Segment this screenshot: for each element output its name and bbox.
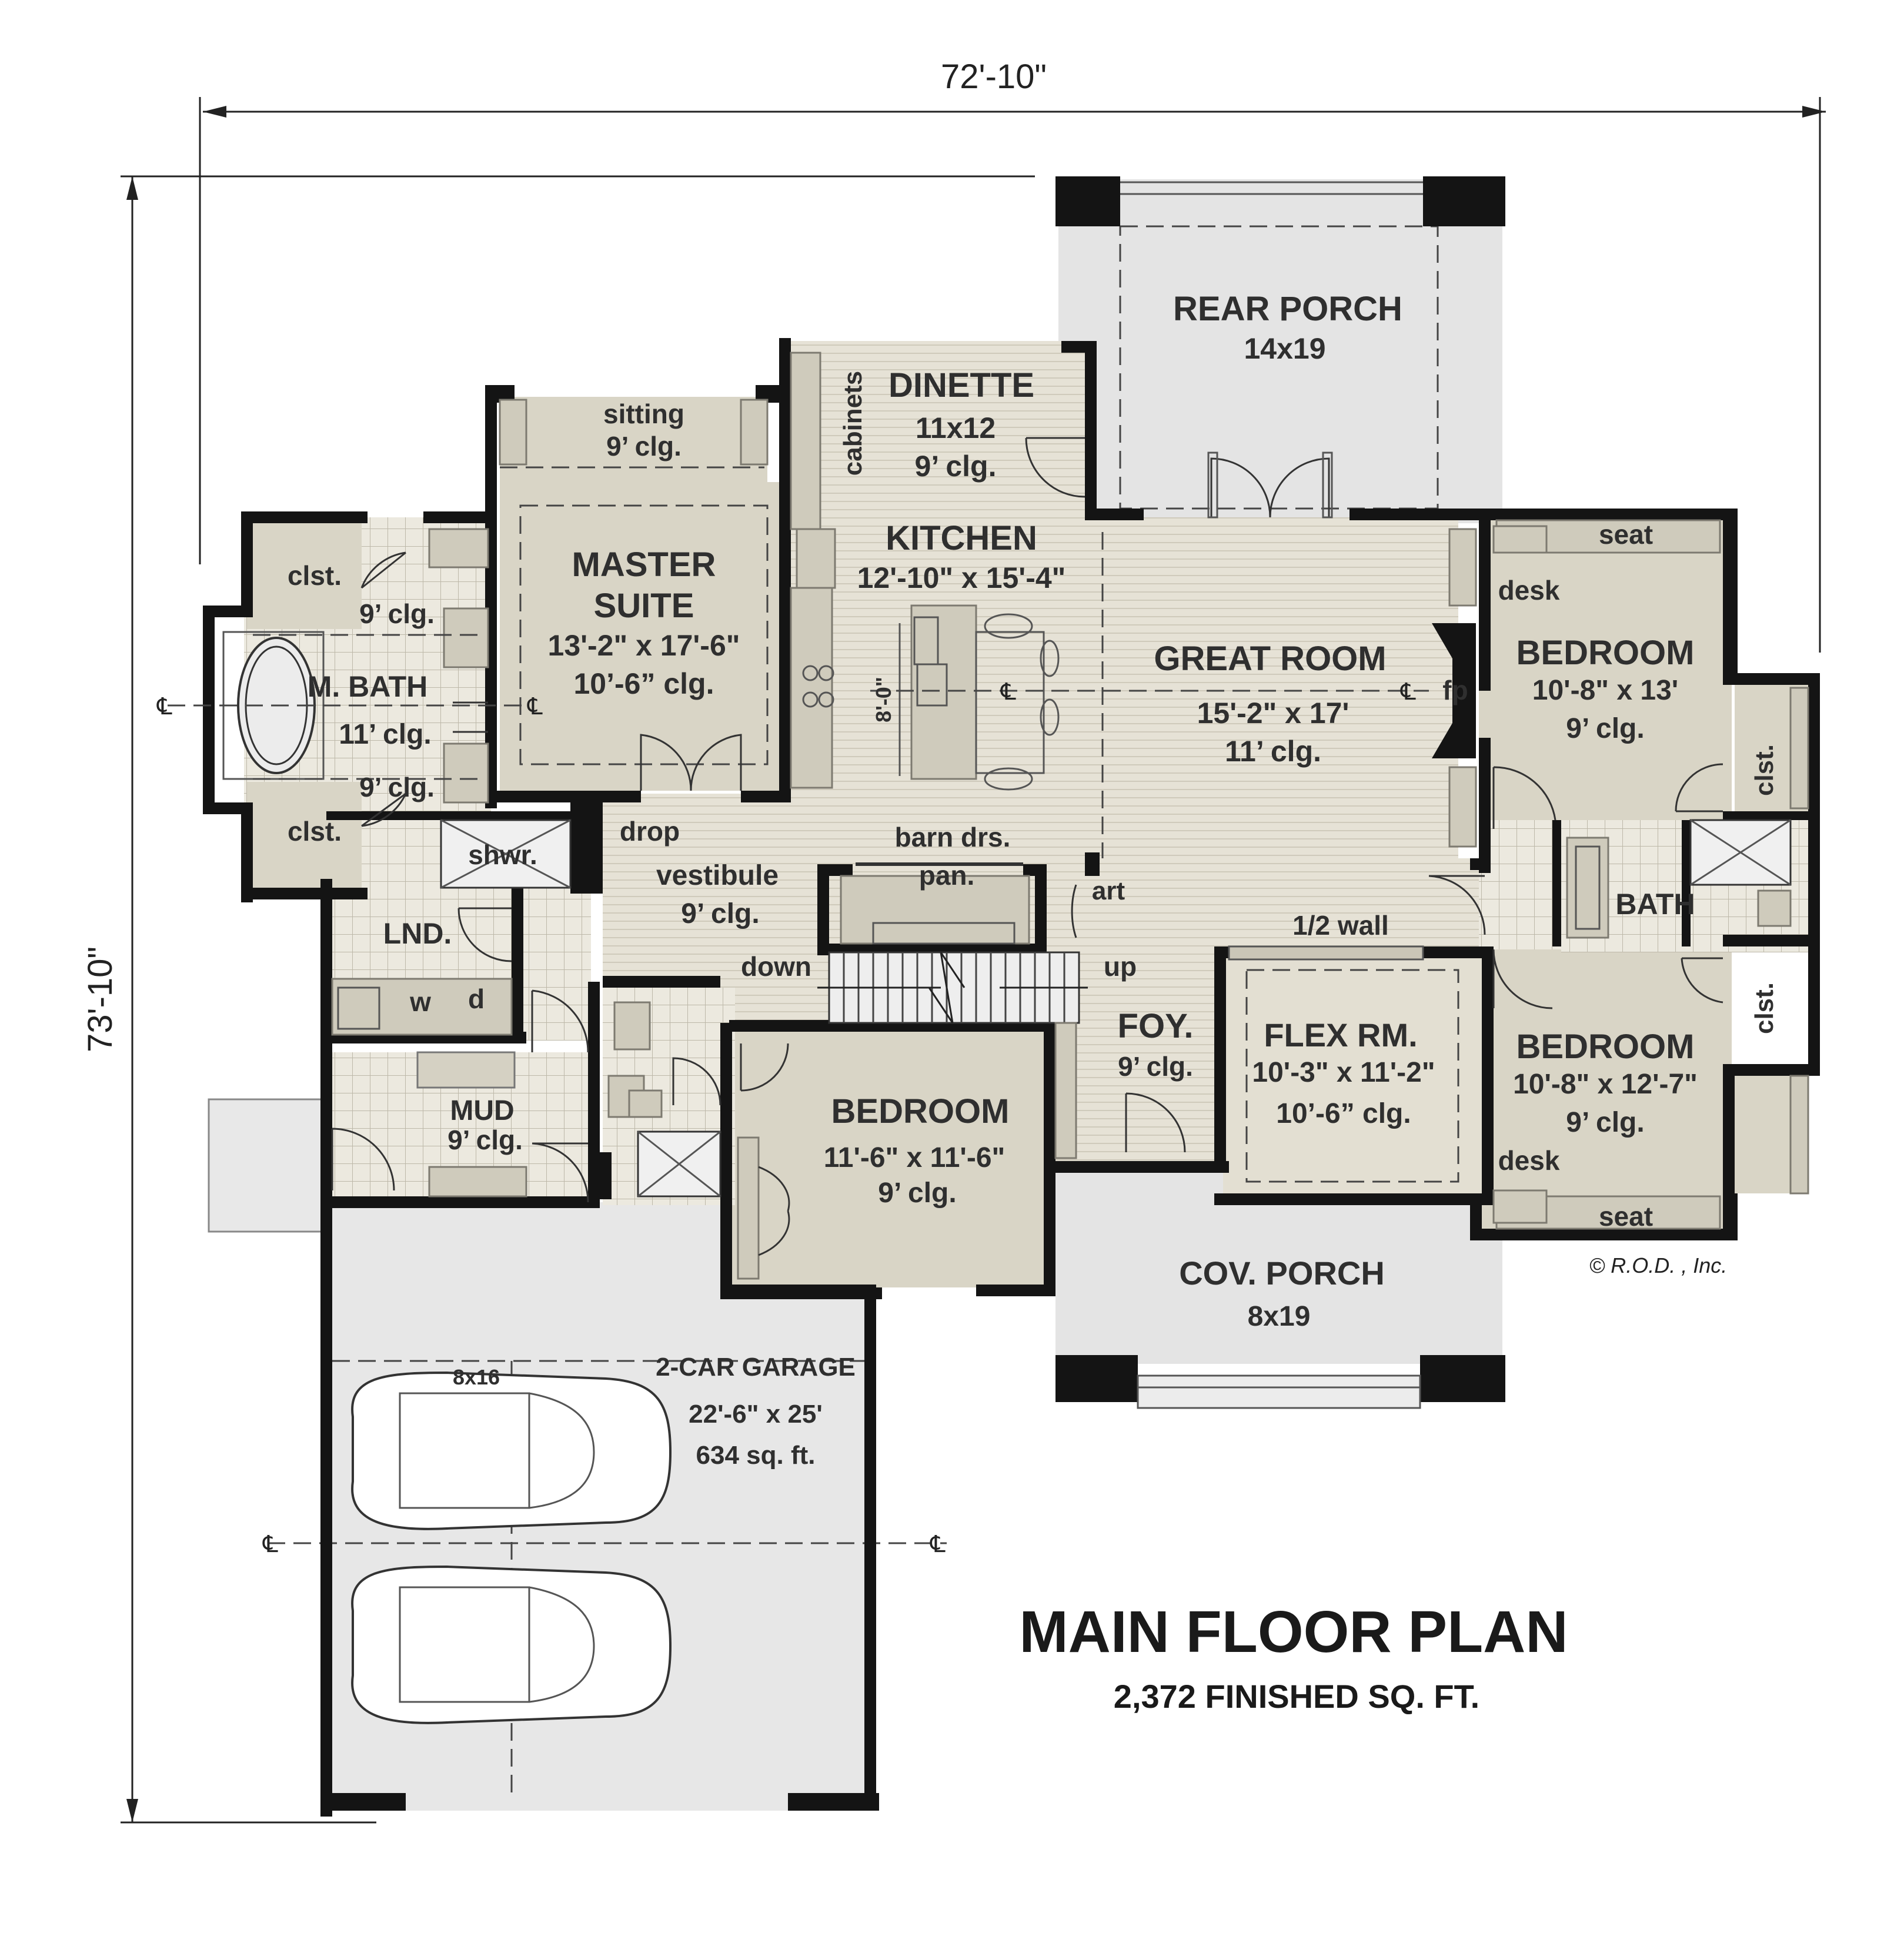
- kitchen-size: 12'-10" x 15'-4": [857, 561, 1066, 594]
- dryer-label: d: [468, 984, 485, 1014]
- garage-name: 2-CAR GARAGE: [656, 1353, 856, 1382]
- bedroom-se-name: BEDROOM: [1516, 1028, 1695, 1066]
- master-size: 13'-2" x 17'-6": [548, 629, 740, 662]
- bedroom-ne-seat: seat: [1599, 519, 1653, 550]
- bedroom-ne-size: 10'-8" x 13': [1532, 675, 1678, 706]
- mbath-clg-bottom: 9’ clg.: [359, 772, 435, 802]
- flex-size: 10'-3" x 11'-2": [1252, 1057, 1435, 1088]
- barn-doors-label: barn drs.: [895, 822, 1011, 852]
- bedroom-se-clg: 9’ clg.: [1566, 1107, 1644, 1138]
- walls: [203, 338, 1820, 1817]
- vestibule-name: vestibule: [656, 860, 779, 891]
- mud-name: MUD: [450, 1095, 514, 1126]
- bedroom-s-clg: 9’ clg.: [878, 1178, 956, 1209]
- plan-title-sub: 2,372 FINISHED SQ. FT.: [1114, 1678, 1479, 1715]
- mud-clg: 9’ clg.: [447, 1125, 523, 1155]
- dinette-clg: 9’ clg.: [915, 450, 997, 483]
- cov-porch-name: COV. PORCH: [1179, 1255, 1385, 1292]
- master-clg: 10’-6” clg.: [574, 667, 714, 700]
- pantry-label: pan.: [919, 860, 975, 891]
- foyer-name: FOY.: [1118, 1007, 1194, 1045]
- vestibule-clg: 9’ clg.: [681, 898, 759, 929]
- bedroom-ne-desk: desk: [1498, 575, 1560, 606]
- bedroom-se-desk: desk: [1498, 1145, 1560, 1176]
- overall-depth-dimension: 73'-10": [81, 175, 1035, 1824]
- foyer-clg: 9’ clg.: [1118, 1051, 1193, 1082]
- bedroom-se-size: 10'-8" x 12'-7": [1513, 1069, 1698, 1100]
- art-label: art: [1092, 877, 1125, 905]
- car-bottom: [351, 1565, 672, 1724]
- up-label: up: [1104, 951, 1137, 982]
- mbath-clg: 11’ clg.: [339, 719, 431, 750]
- centerline-symbol-kitchen: ℄: [1000, 679, 1016, 705]
- centerline-symbol-master: ℄: [156, 694, 172, 720]
- bath-label: BATH: [1615, 888, 1695, 921]
- flex-name: FLEX RM.: [1264, 1016, 1417, 1053]
- stairs: [817, 951, 1088, 1024]
- bedroom-ne-closet: clst.: [1750, 744, 1779, 796]
- master-name-1: MASTER: [572, 546, 716, 584]
- washer-label: w: [409, 986, 431, 1017]
- dinette-name: DINETTE: [888, 366, 1034, 404]
- closet-top-label: clst.: [288, 560, 342, 591]
- flex-clg: 10’-6” clg.: [1276, 1098, 1411, 1129]
- great-room-name: GREAT ROOM: [1154, 640, 1386, 678]
- kitchen-name: KITCHEN: [886, 519, 1037, 557]
- car-top: [351, 1371, 672, 1530]
- width-dimension-label: 72'-10": [941, 58, 1047, 96]
- island-dimension: 8'-0": [871, 677, 896, 723]
- laundry-name: LND.: [383, 917, 452, 950]
- copyright-label: © R.O.D. , Inc.: [1589, 1253, 1728, 1277]
- drop-label: drop: [620, 816, 680, 847]
- bedroom-se-seat: seat: [1599, 1201, 1653, 1232]
- shower-label: shwr.: [468, 839, 537, 870]
- mbath-name: M. BATH: [308, 670, 428, 703]
- sitting-name: sitting: [603, 399, 684, 429]
- master-name-2: SUITE: [594, 587, 694, 625]
- bedroom-se-closet: clst.: [1750, 982, 1779, 1034]
- room-labels: REAR PORCH 14x19 sitting 9’ clg. DINETTE…: [156, 290, 1779, 1557]
- closet-bottom-label: clst.: [288, 816, 342, 847]
- sitting-clg: 9’ clg.: [606, 431, 682, 461]
- bedroom-ne-name: BEDROOM: [1516, 634, 1695, 672]
- bedroom-s-name: BEDROOM: [831, 1092, 1010, 1130]
- rear-porch-size: 14x19: [1244, 332, 1325, 365]
- great-room-size: 15'-2" x 17': [1197, 697, 1349, 730]
- mbath-clg-top: 9’ clg.: [359, 598, 435, 629]
- fireplace-label: fp: [1442, 675, 1468, 705]
- centerline-symbol-garage-w: ℄: [262, 1531, 278, 1557]
- cov-porch-size: 8x19: [1248, 1301, 1311, 1332]
- overall-width-dimension: 72'-10": [199, 58, 1826, 653]
- garage-area: 634 sq. ft.: [696, 1441, 816, 1470]
- plan-title-main: MAIN FLOOR PLAN: [1019, 1599, 1568, 1665]
- centerline-symbol-garage-e: ℄: [930, 1531, 946, 1557]
- centerline-symbol-great-room: ℄: [1400, 679, 1416, 705]
- dinette-size: 11x12: [916, 412, 996, 444]
- garage-size: 22'-6" x 25': [689, 1400, 823, 1429]
- depth-dimension-label: 73'-10": [81, 946, 119, 1052]
- half-wall-label: 1/2 wall: [1292, 910, 1389, 941]
- garage-door-size: 8x16: [453, 1365, 500, 1389]
- plan-title: MAIN FLOOR PLAN 2,372 FINISHED SQ. FT.: [1019, 1599, 1568, 1715]
- rear-porch-name: REAR PORCH: [1173, 290, 1402, 328]
- rear-porch: [1055, 176, 1505, 523]
- bedroom-ne-clg: 9’ clg.: [1566, 713, 1644, 744]
- fixtures: [168, 352, 1809, 1724]
- cabinets-label: cabinets: [839, 371, 867, 476]
- bedroom-s-size: 11'-6" x 11'-6": [824, 1142, 1006, 1173]
- great-room-clg: 11’ clg.: [1225, 735, 1321, 768]
- centerline-symbol-master-2: ℄: [527, 694, 543, 720]
- down-label: down: [741, 951, 811, 982]
- stair-break-line: [817, 952, 1088, 1023]
